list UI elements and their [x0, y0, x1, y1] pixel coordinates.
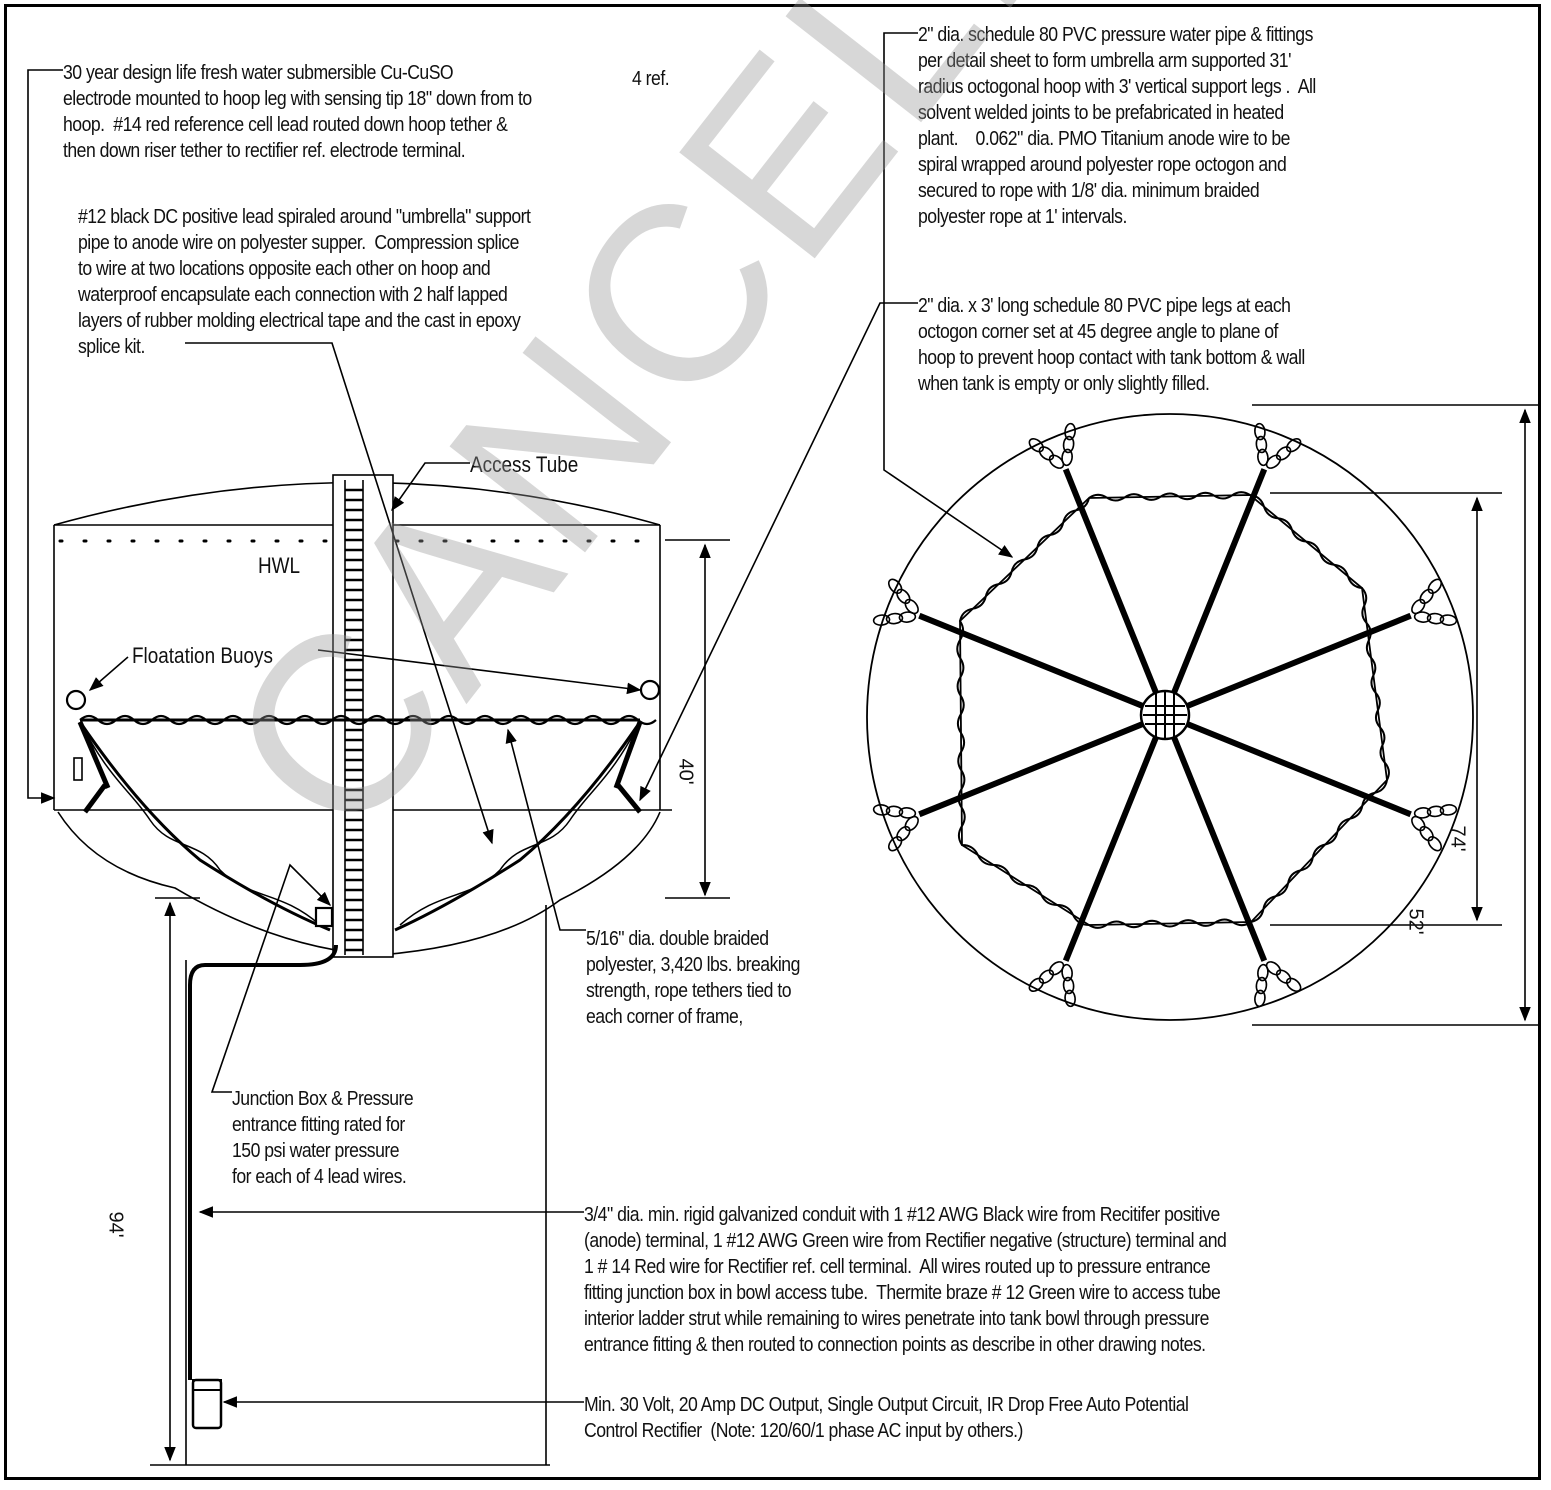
- electrode: [73, 757, 83, 781]
- support-leg: [1061, 963, 1073, 982]
- support-leg: [1411, 815, 1426, 832]
- support-leg: [1038, 969, 1055, 984]
- support-leg: [1419, 588, 1434, 605]
- support-leg: [898, 611, 917, 623]
- umbrella-arm: [1162, 713, 1268, 962]
- support-leg: [872, 804, 891, 816]
- note-electrode-ref: 4 ref.: [632, 67, 670, 90]
- umbrella-arm: [918, 612, 1167, 718]
- drawing-frame: [4, 4, 1541, 1480]
- support-leg: [1411, 598, 1426, 615]
- umbrella-arm: [1062, 468, 1168, 717]
- note-electrode: 30 year design life fresh water submersi…: [63, 61, 532, 162]
- rectifier: [191, 1378, 223, 1430]
- support-leg: [1255, 435, 1268, 454]
- label-floatation-buoys: Floatation Buoys: [132, 643, 273, 668]
- buoy-right: [639, 679, 661, 701]
- note-pvc-pipe: 2" dia. schedule 80 PVC pressure water p…: [918, 23, 1316, 228]
- support-leg: [1257, 448, 1269, 467]
- support-leg: [1064, 989, 1076, 1008]
- support-leg: [1061, 448, 1073, 467]
- support-leg: [1427, 578, 1443, 595]
- support-leg: [1062, 976, 1075, 995]
- conduit: [188, 944, 338, 1380]
- support-leg: [896, 825, 911, 842]
- support-leg: [1285, 977, 1302, 993]
- support-leg: [1439, 804, 1458, 816]
- support-leg: [1028, 977, 1045, 993]
- ladder-rungs: [345, 488, 363, 952]
- umbrella-arm: [1163, 612, 1412, 718]
- note-dc-lead: #12 black DC positive lead spiraled arou…: [78, 205, 531, 358]
- label-access-tube: Access Tube: [470, 452, 579, 477]
- support-leg: [1257, 963, 1269, 982]
- support-leg: [885, 805, 904, 818]
- support-leg: [1028, 437, 1045, 453]
- leg-left-b: [77, 721, 111, 789]
- dim-hoop-height: 40': [674, 758, 697, 785]
- support-leg: [1062, 435, 1075, 454]
- support-leg: [1048, 961, 1065, 976]
- dim-hoop-diameter: 52': [1404, 908, 1427, 935]
- support-leg: [885, 612, 904, 625]
- support-leg: [1419, 825, 1434, 842]
- support-leg: [887, 835, 903, 852]
- umbrella-arm: [1162, 468, 1268, 717]
- note-junction-box: Junction Box & Pressure entrance fitting…: [232, 1087, 414, 1188]
- umbrella-arm: [1062, 713, 1168, 962]
- dim-tank-diameter: 74': [1446, 825, 1469, 852]
- dim-riser-height: 94': [104, 1211, 127, 1238]
- support-leg: [904, 598, 919, 615]
- support-leg: [904, 815, 919, 832]
- support-leg: [898, 807, 917, 819]
- support-leg: [1255, 976, 1268, 995]
- label-hwl: HWL: [258, 553, 301, 578]
- support-leg: [1064, 422, 1076, 441]
- support-leg: [1413, 807, 1432, 819]
- umbrella-arm: [918, 712, 1167, 818]
- junction-box: [314, 906, 334, 928]
- umbrella-arm-left: [78, 721, 331, 932]
- support-leg: [1048, 454, 1065, 469]
- support-leg: [1265, 454, 1282, 469]
- support-leg: [872, 614, 891, 626]
- umbrella-arms-plan: [918, 468, 1412, 962]
- support-leg: [1439, 614, 1458, 626]
- arm-wire-left: [79, 721, 321, 926]
- support-leg: [1254, 422, 1266, 441]
- support-leg: [1038, 446, 1055, 461]
- support-leg: [1427, 835, 1443, 852]
- leg-left: [82, 783, 108, 814]
- buoy-left: [65, 689, 87, 711]
- support-leg: [887, 578, 903, 595]
- support-leg: [896, 588, 911, 605]
- arm-wire-right: [399, 721, 641, 926]
- support-leg: [1254, 989, 1266, 1008]
- support-leg: [1413, 611, 1432, 623]
- leg-right-b: [613, 721, 643, 789]
- note-conduit: 3/4" dia. min. rigid galvanized conduit …: [584, 1203, 1227, 1356]
- support-leg: [1275, 969, 1292, 984]
- note-rope-tethers: 5/16" dia. double braided polyester, 3,4…: [586, 927, 800, 1028]
- umbrella-arm: [1163, 712, 1412, 818]
- leg-glyphs: [872, 422, 1458, 1008]
- support-leg: [1285, 437, 1302, 453]
- umbrella-arm-right: [394, 721, 642, 932]
- hoop-anode-wire: [79, 714, 657, 726]
- support-leg: [1275, 446, 1292, 461]
- note-pvc-legs: 2" dia. x 3' long schedule 80 PVC pipe l…: [918, 294, 1305, 395]
- support-leg: [1265, 961, 1282, 976]
- leg-right: [616, 783, 642, 814]
- support-leg: [1426, 612, 1445, 625]
- support-leg: [1426, 805, 1445, 818]
- note-rectifier: Min. 30 Volt, 20 Amp DC Output, Single O…: [584, 1393, 1189, 1442]
